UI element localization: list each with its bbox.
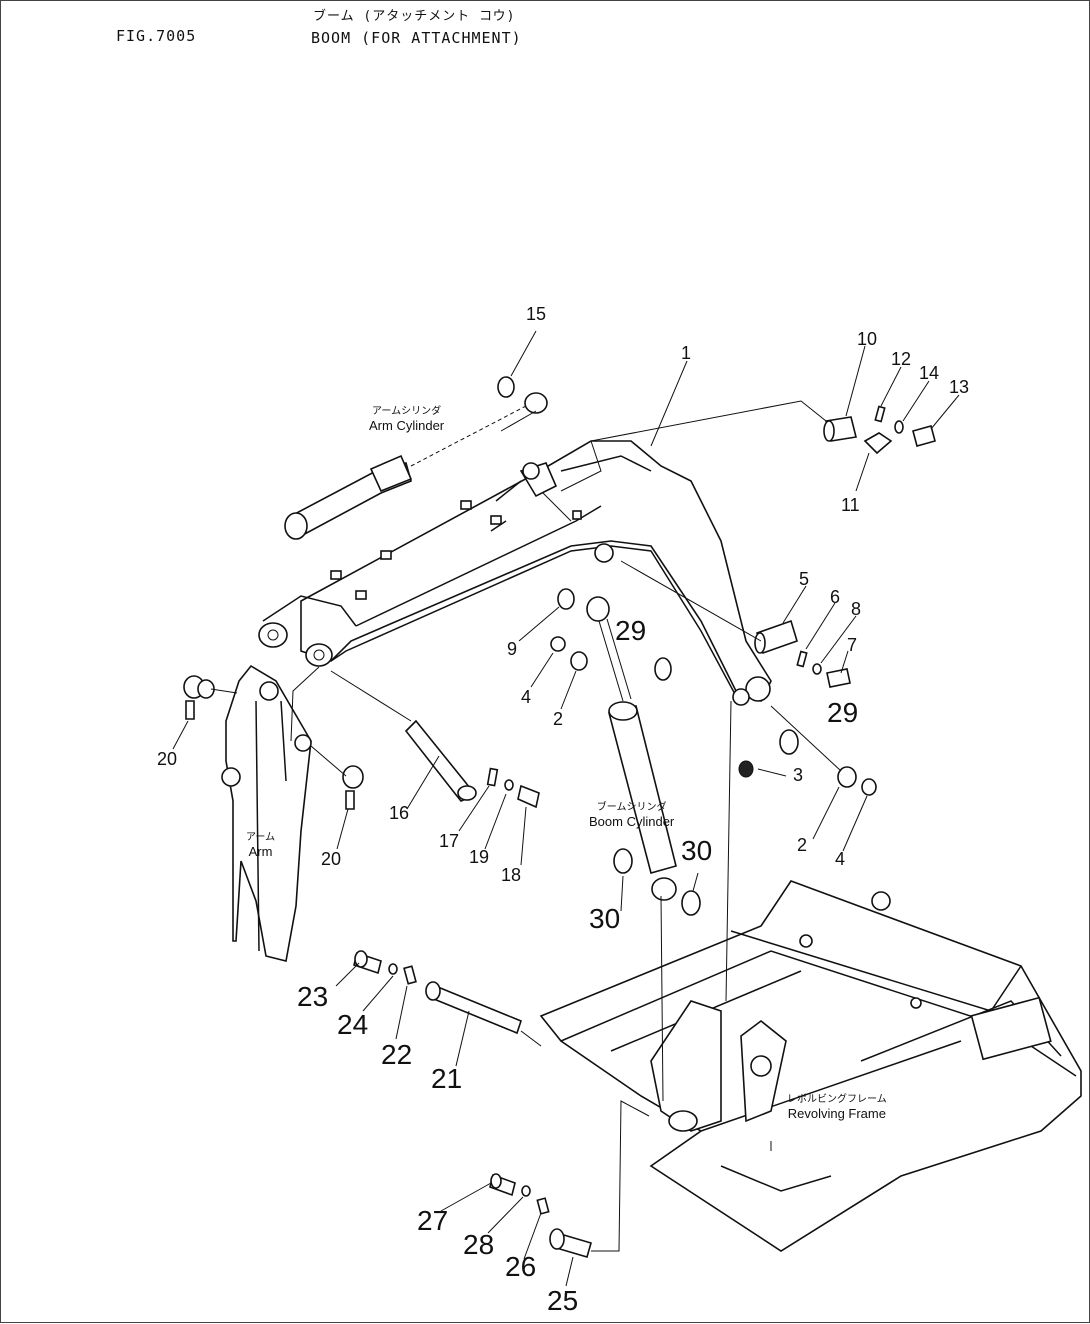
revolving-frame-jp-label: レボルビングフレーム bbox=[787, 1094, 887, 1105]
part-number-23: 23 bbox=[297, 981, 329, 1012]
revolving-frame-caption: レボルビングフレーム Revolving Frame bbox=[787, 1093, 887, 1121]
part-number-6: 6 bbox=[830, 587, 841, 607]
arm-part bbox=[221, 664, 312, 962]
arm-cylinder-jp-label: アームシリンダ bbox=[372, 406, 442, 417]
part-number-13: 13 bbox=[949, 377, 970, 397]
title-english: BOOM (FOR ATTACHMENT) bbox=[311, 29, 522, 47]
part-number-18: 18 bbox=[501, 865, 522, 885]
part-number-22: 22 bbox=[381, 1039, 413, 1070]
part-number-8: 8 bbox=[851, 599, 862, 619]
part-number-15: 15 bbox=[526, 304, 547, 324]
revolving-frame bbox=[539, 880, 1082, 1252]
part-number-9: 9 bbox=[507, 639, 518, 659]
part-number-30-left: 30 bbox=[589, 903, 621, 934]
part-number-16: 16 bbox=[389, 803, 410, 823]
boom-body bbox=[258, 440, 772, 706]
arm-caption: アーム Arm bbox=[246, 831, 275, 859]
part-number-11: 11 bbox=[841, 495, 860, 515]
arm-en-label: Arm bbox=[248, 844, 273, 859]
part-number-4-right: 4 bbox=[835, 849, 846, 869]
part-number-20-right: 20 bbox=[321, 849, 342, 869]
part-number-14: 14 bbox=[919, 363, 940, 383]
boom-cylinder-jp-label: ブームシリンダ bbox=[596, 802, 667, 813]
arm-cylinder-caption: アームシリンダ Arm Cylinder bbox=[369, 405, 444, 433]
part-number-20-left: 20 bbox=[157, 749, 178, 769]
leader-lines bbox=[172, 330, 960, 1287]
part-number-30-right: 30 bbox=[681, 835, 713, 866]
part-number-26: 26 bbox=[505, 1251, 537, 1282]
part-number-19: 19 bbox=[469, 847, 490, 867]
part-number-12: 12 bbox=[891, 349, 912, 369]
part-number-4-left: 4 bbox=[521, 687, 532, 707]
boom-cylinder-caption: ブームシリンダ Boom Cylinder bbox=[589, 801, 674, 829]
title-japanese: ブーム (アタッチメント コウ) bbox=[313, 9, 516, 24]
part-number-21: 21 bbox=[431, 1063, 463, 1094]
part-number-10: 10 bbox=[857, 329, 878, 349]
arm-cylinder-en-label: Arm Cylinder bbox=[369, 418, 445, 433]
arm-cylinder bbox=[284, 392, 548, 540]
part-number-7: 7 bbox=[847, 635, 858, 655]
part-number-27: 27 bbox=[417, 1205, 449, 1236]
part-number-5: 5 bbox=[799, 569, 810, 589]
arm-jp-label: アーム bbox=[246, 832, 276, 843]
part-number-29-right: 29 bbox=[827, 697, 859, 728]
part-number-28: 28 bbox=[463, 1229, 495, 1260]
revolving-frame-en-label: Revolving Frame bbox=[787, 1106, 886, 1121]
part-number-25: 25 bbox=[547, 1285, 579, 1316]
boom-cylinder bbox=[586, 596, 677, 901]
hardware-parts bbox=[183, 376, 936, 1258]
part-number-1: 1 bbox=[681, 343, 692, 363]
boom-cylinder-en-label: Boom Cylinder bbox=[589, 814, 675, 829]
part-number-2-left: 2 bbox=[553, 709, 564, 729]
part-number-17: 17 bbox=[439, 831, 460, 851]
part-number-24: 24 bbox=[337, 1009, 369, 1040]
part-number-29-upper: 29 bbox=[615, 615, 647, 646]
part-number-2-right: 2 bbox=[797, 835, 808, 855]
part-number-3: 3 bbox=[793, 765, 804, 785]
figure-number: FIG.7005 bbox=[116, 27, 197, 45]
